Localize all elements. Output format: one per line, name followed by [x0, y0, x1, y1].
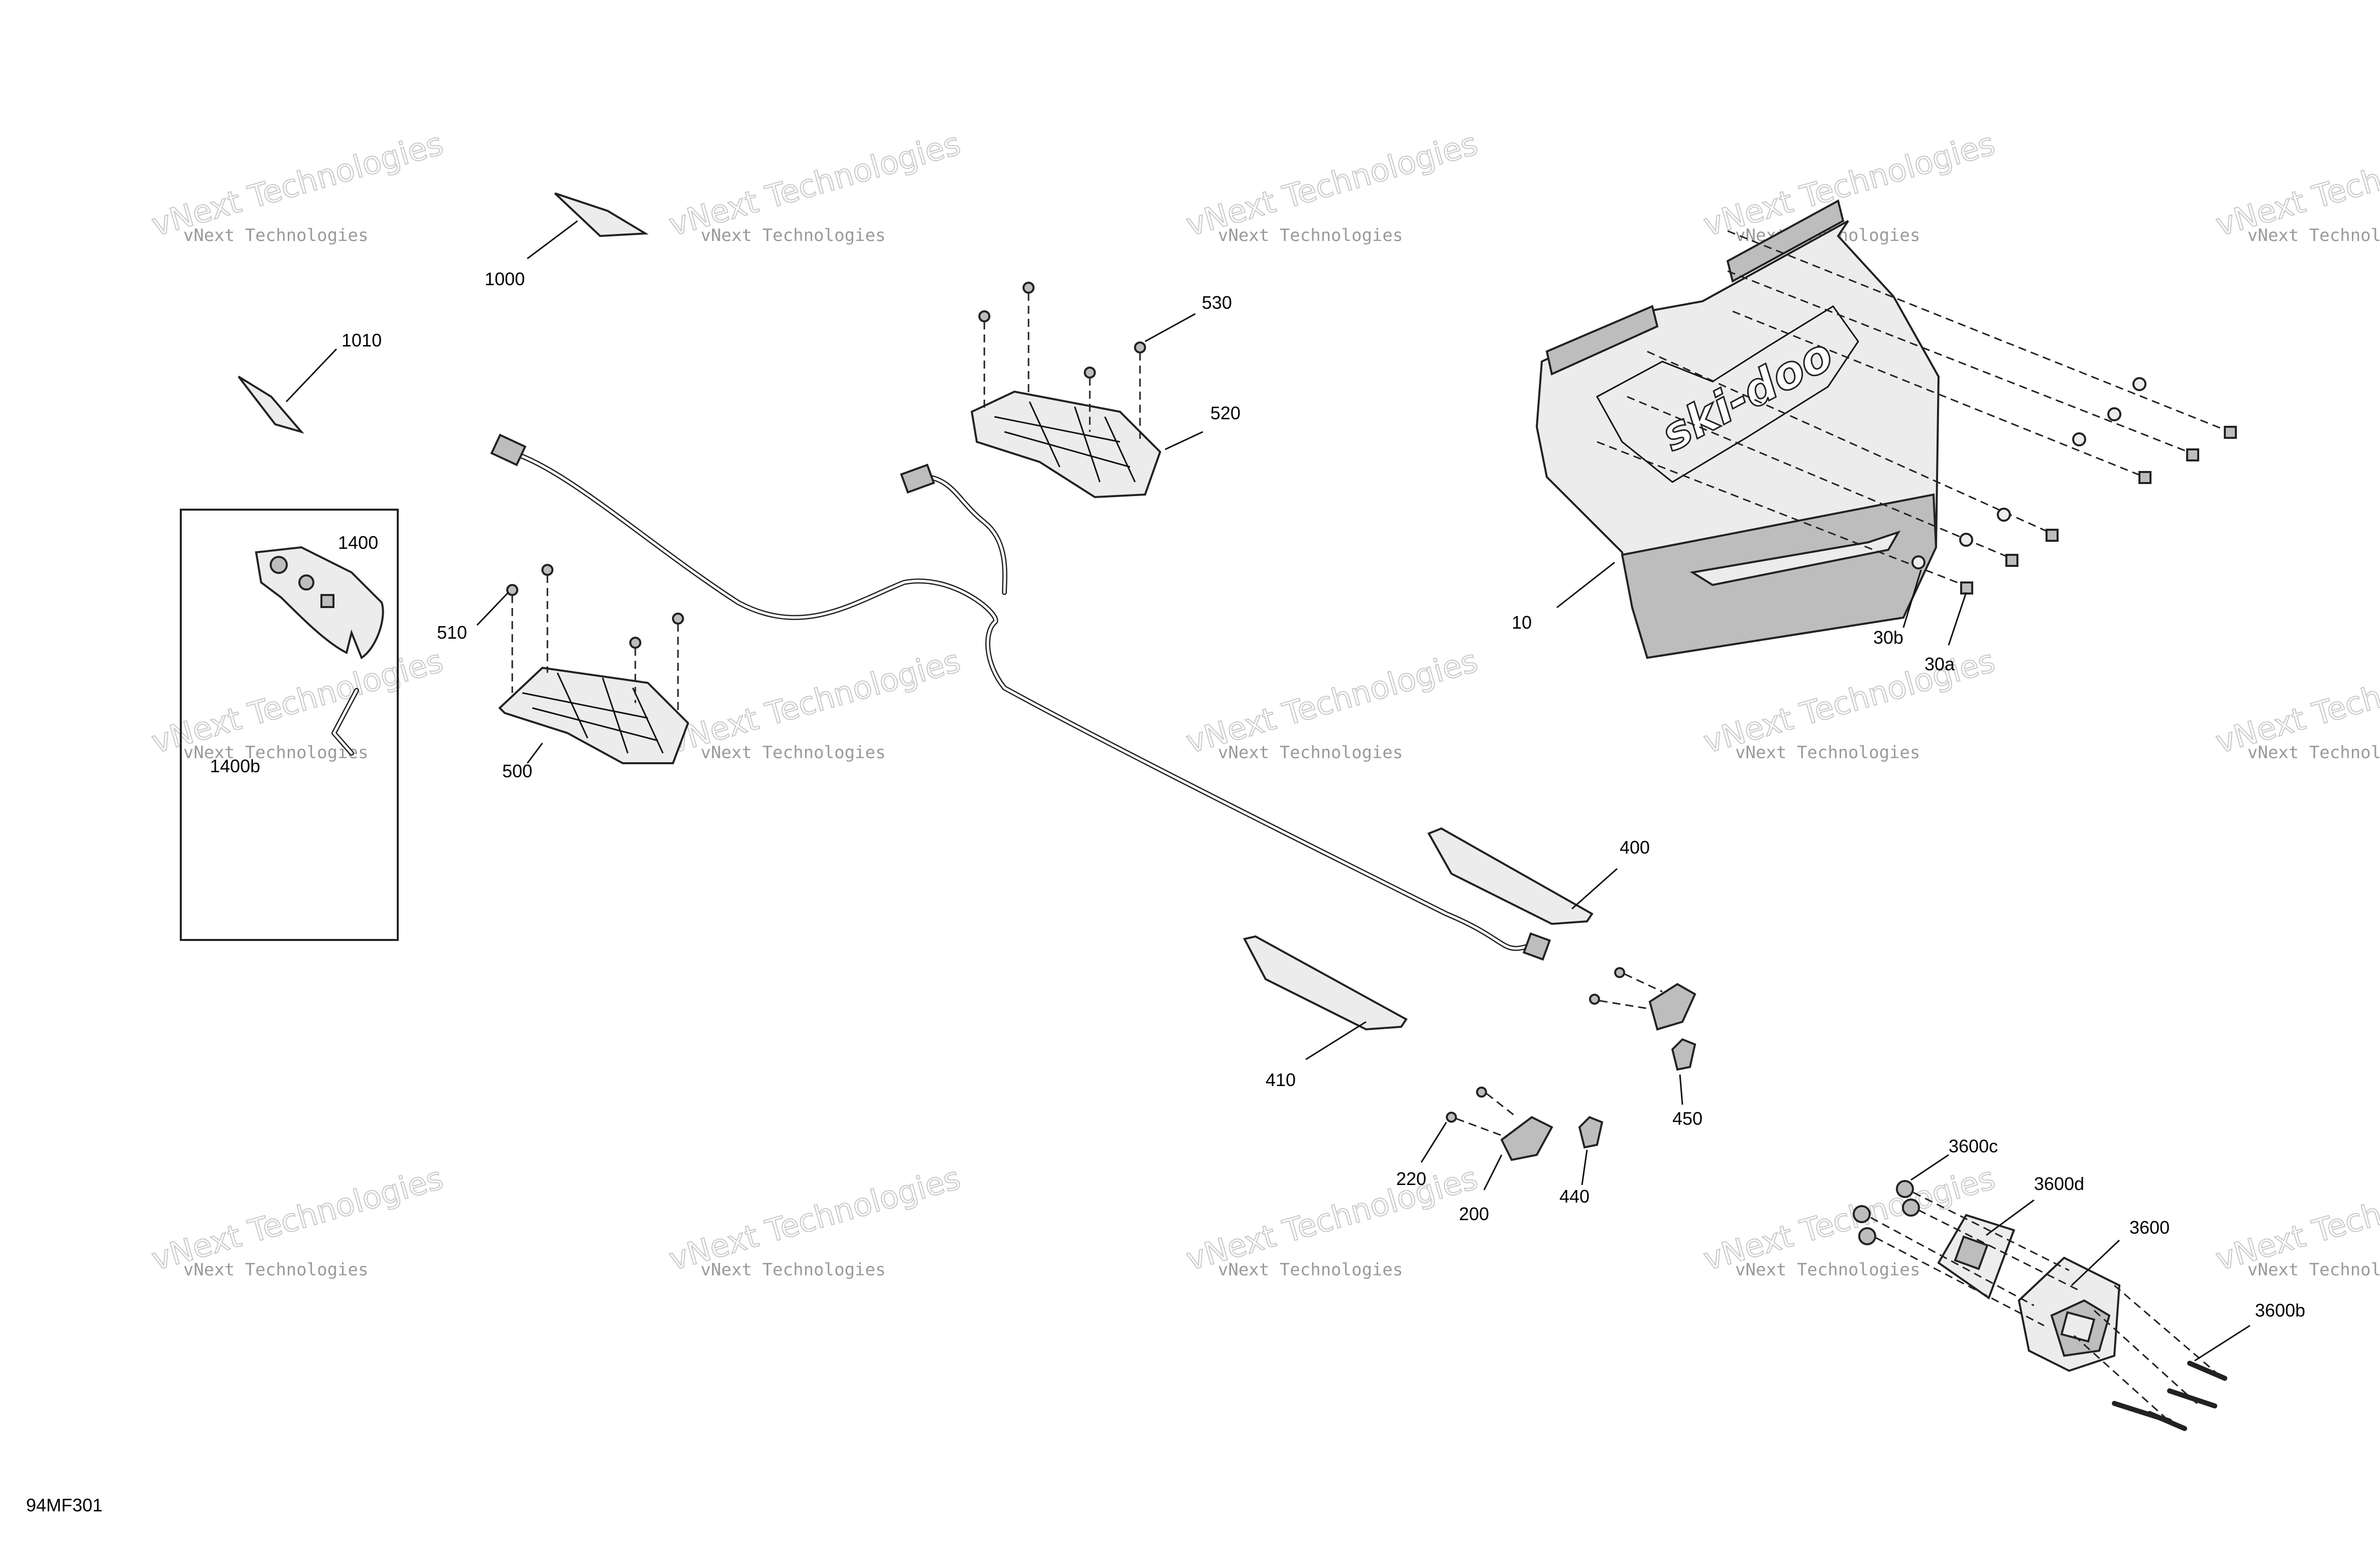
bolt-icon	[2224, 426, 2237, 439]
part-410-reflector[interactable]: 410	[1243, 935, 1408, 1090]
washer-icon	[1997, 508, 2011, 522]
washer-icon	[2107, 407, 2121, 421]
callout-410: 410	[1266, 1070, 1296, 1090]
callout-3600: 3600	[2129, 1217, 2170, 1238]
part-1010-decal[interactable]: 1010	[238, 330, 382, 434]
wiring-harness[interactable]	[490, 433, 1551, 961]
callout-3600b: 3600b	[2255, 1300, 2305, 1321]
callout-10: 10	[1512, 612, 1532, 633]
part-light-assembly-right[interactable]	[1589, 967, 1696, 1031]
nut-icon	[1902, 1199, 1920, 1217]
part-450-lens[interactable]: 450	[1671, 1038, 1703, 1129]
part-510-screws[interactable]: 510	[437, 564, 684, 713]
watermark: vNext Technologies	[701, 1260, 885, 1280]
callout-1010: 1010	[342, 330, 382, 350]
callout-30b: 30b	[1873, 627, 1903, 648]
part-3600d-gasket[interactable]: 3600d	[1937, 1173, 2084, 1300]
watermark: vNext Technologies	[1218, 1260, 1403, 1280]
screw-icon	[672, 613, 684, 625]
tool-kit-box: 1400 1400b	[180, 509, 399, 941]
callout-1400: 1400	[338, 532, 378, 553]
diagram-code: 94MF301	[26, 1495, 102, 1515]
nut-icon	[1896, 1180, 1914, 1198]
washer-icon	[1911, 555, 1925, 569]
connector-icon	[1522, 932, 1551, 961]
screw-icon	[629, 637, 641, 649]
part-200-light-assembly[interactable]: 200	[1459, 1116, 1553, 1224]
part-440-lens[interactable]: 440	[1559, 1116, 1604, 1207]
part-500-mounting-rack[interactable]: 500	[498, 666, 690, 781]
bolt-icon	[2046, 529, 2059, 542]
screw-icon	[1589, 994, 1600, 1005]
callout-520: 520	[1210, 403, 1240, 423]
watermark: vNext Technologies	[1218, 743, 1403, 763]
screw-icon	[506, 584, 518, 596]
watermark: vNext Technologies	[2247, 743, 2380, 763]
part-520-mounting-rack[interactable]: 520	[970, 390, 1240, 499]
connector-icon	[900, 463, 935, 494]
callout-3600c: 3600c	[1949, 1136, 1998, 1156]
bolt-icon	[1960, 581, 1973, 595]
watermark: vNext Technologies	[2247, 1260, 2380, 1280]
washer-icon	[2072, 432, 2086, 446]
part-10-rear-bumper[interactable]: ski-doo 10	[1512, 199, 1940, 659]
screw-icon	[1476, 1087, 1487, 1098]
watermark: vNext Technologies	[183, 225, 368, 246]
callout-220: 220	[1396, 1168, 1426, 1189]
part-3600c-nuts[interactable]: 3600c	[1853, 1136, 2080, 1327]
watermark: vNext Technologies	[701, 743, 885, 763]
callout-450: 450	[1672, 1108, 1703, 1129]
part-30-fasteners[interactable]: 30b 30a	[1597, 230, 2237, 674]
part-3600b-bolts[interactable]: 3600b	[2073, 1284, 2305, 1431]
callout-1400b: 1400b	[210, 756, 260, 776]
watermark: vNext Technologies	[1735, 743, 1920, 763]
bolt-icon	[2186, 448, 2199, 461]
part-3600-hitch-receiver[interactable]: 3600	[2017, 1217, 2170, 1372]
nut-icon	[1853, 1205, 1871, 1223]
washer-icon	[1959, 533, 1973, 547]
part-400-reflector[interactable]: 400	[1427, 827, 1650, 925]
part-1400-wrench[interactable]: 1400	[255, 532, 384, 660]
screw-icon	[1134, 341, 1146, 353]
connector-icon	[490, 433, 527, 466]
callout-30a: 30a	[1924, 654, 1955, 674]
watermark: vNext Technologies	[701, 225, 885, 246]
watermark: vNext Technologies	[2247, 225, 2380, 246]
screw-icon	[1023, 282, 1035, 294]
callout-440: 440	[1559, 1186, 1590, 1207]
nut-icon	[1858, 1227, 1876, 1245]
watermark: vNext Technologies	[183, 1260, 368, 1280]
part-530-screws[interactable]: 530	[978, 282, 1232, 442]
callout-1000: 1000	[485, 269, 525, 289]
screw-icon	[1614, 967, 1625, 978]
washer-icon	[2132, 377, 2146, 391]
part-1400b-hex-key[interactable]: 1400b	[210, 688, 359, 776]
callout-3600d: 3600d	[2034, 1173, 2084, 1194]
screw-icon	[541, 564, 553, 576]
screw-icon	[978, 310, 990, 322]
callout-530: 530	[1202, 292, 1232, 313]
bolt-icon	[2138, 471, 2151, 484]
callout-400: 400	[1620, 837, 1650, 858]
screw-icon	[1084, 367, 1096, 379]
screw-icon	[1446, 1112, 1457, 1123]
watermark: vNext Technologies	[1735, 1260, 1920, 1280]
callout-510: 510	[437, 622, 467, 643]
watermark: vNext Technologies	[1218, 225, 1403, 246]
part-1000-decal[interactable]: 1000	[485, 192, 649, 289]
watermark-layer: vNext Technologies vNext Technologies vN…	[147, 125, 2380, 1280]
callout-200: 200	[1459, 1204, 1489, 1224]
part-220-screws[interactable]: 220	[1396, 1087, 1517, 1189]
watermark: vNext Technologies	[183, 743, 368, 763]
callout-500: 500	[502, 761, 532, 781]
bolt-icon	[2005, 554, 2018, 567]
